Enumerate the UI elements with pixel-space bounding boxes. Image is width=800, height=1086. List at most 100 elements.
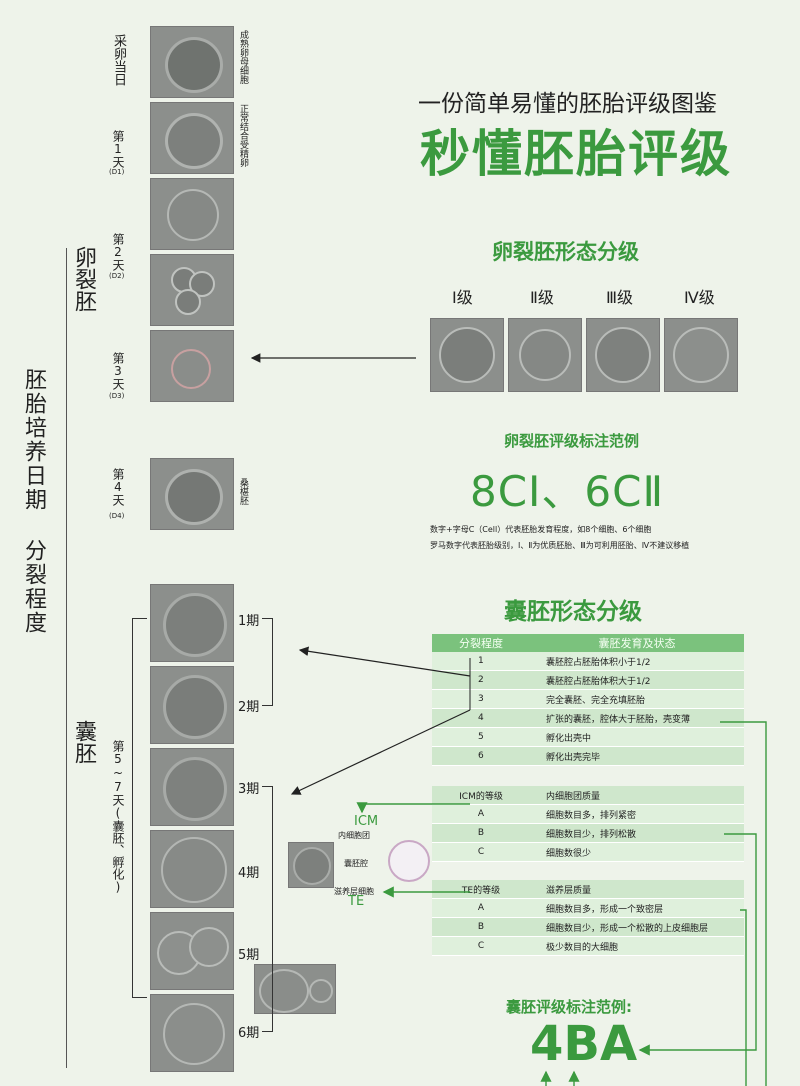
cleavage-note-2: 罗马数字代表胚胎级别，Ⅰ、Ⅱ为优质胚胎、Ⅲ为可利用胚胎、Ⅳ不建议移植: [430, 541, 690, 550]
stage-row-n: 3: [432, 689, 530, 709]
col-header-state: 囊胚发育及状态: [530, 634, 744, 652]
te-grade: A: [432, 898, 530, 918]
embryo-photo-d0: [150, 26, 234, 98]
stage-bracket-12: [262, 618, 273, 706]
blastocyst-label: 囊胚: [71, 720, 96, 764]
embryo-photo-d2a: [150, 178, 234, 250]
te-header: TE的等级: [432, 880, 530, 899]
axis-label: 胚胎培养日期 分裂程度: [21, 368, 46, 635]
stage-row-desc: 孵化出壳中: [530, 727, 744, 747]
cavity-label: 囊胚腔: [344, 859, 368, 868]
cleavage-label: 卵裂胚: [71, 246, 96, 312]
col-header-stage: 分裂程度: [432, 634, 530, 652]
day-label-1: 第1天: [111, 130, 125, 168]
cleavage-example-value: 8CⅠ、6CⅡ: [470, 467, 665, 516]
day-label-2: 第2天: [111, 233, 125, 271]
stage-row-desc: 扩张的囊胚，腔体大于胚胎，壳变薄: [530, 708, 744, 728]
icm-desc: 细胞数目少，排列松散: [530, 823, 744, 843]
stage-row-desc: 孵化出壳完毕: [530, 746, 744, 766]
embryo-photo-d2b: [150, 254, 234, 326]
stage-row-desc: 完全囊胚、完全充填胚胎: [530, 689, 744, 709]
grade-photo-2: [508, 318, 582, 392]
blast-photo-5: [150, 912, 234, 990]
stage-row-desc: 囊胚腔占胚胎体积小于1/2: [530, 652, 744, 671]
grade-photo-3: [586, 318, 660, 392]
blast-example-title: 囊胚评级标注范例:: [506, 998, 632, 1016]
stage-4: 4期: [238, 866, 260, 881]
te-label: 滋养层细胞: [334, 887, 374, 896]
grade-3: Ⅲ级: [606, 288, 634, 307]
te-desc: 细胞数目少，形成一个松散的上皮细胞层: [530, 917, 744, 937]
icm-grade: B: [432, 823, 530, 843]
icm-header: ICM的等级: [432, 786, 530, 805]
green-line-a: [740, 909, 747, 1086]
embryo-photo-d4: [150, 458, 234, 530]
blast-photo-3: [150, 748, 234, 826]
grade-photo-1: [430, 318, 504, 392]
icm-header-desc: 内细胞团质量: [530, 786, 744, 805]
stage-row-n: 6: [432, 746, 530, 766]
stage-1: 1期: [238, 614, 260, 629]
arrow-icm: [356, 802, 470, 814]
day-sub-3: (D3): [109, 392, 125, 400]
day-sub-2: (D2): [109, 272, 125, 280]
blastocyst-heading: 囊胚形态分级: [504, 599, 642, 625]
icm-grade: C: [432, 842, 530, 862]
icm-abbr: ICM: [354, 814, 379, 829]
stage-row-n: 4: [432, 708, 530, 728]
stage-3: 3期: [238, 782, 260, 797]
subtitle: 一份简单易懂的胚胎评级图鉴: [418, 91, 717, 117]
te-header-desc: 滋养层质量: [530, 880, 744, 899]
icm-grade: A: [432, 804, 530, 824]
grade-photo-4: [664, 318, 738, 392]
grade-2: Ⅱ级: [530, 288, 554, 307]
grade-4: Ⅳ级: [684, 288, 715, 307]
grade-1: Ⅰ级: [452, 288, 473, 307]
blast-photo-6: [150, 994, 234, 1072]
axis-line: [66, 248, 67, 1068]
embryo-photo-d3: [150, 330, 234, 402]
note-d4: 桑椹胚: [238, 478, 248, 505]
stage-row-n: 2: [432, 670, 530, 690]
blast-photo-2: [150, 666, 234, 744]
te-grade: B: [432, 917, 530, 937]
note-d0: 成熟卵母细胞: [238, 30, 248, 84]
te-abbr: TE: [348, 894, 365, 909]
stage-row-n: 1: [432, 652, 530, 671]
blast-days-label: 第5~7天(囊胚、孵化): [111, 740, 125, 894]
cleavage-heading: 卵裂胚形态分级: [492, 240, 639, 264]
stage-6: 6期: [238, 1026, 260, 1041]
blast-photo-4: [150, 830, 234, 908]
stage-5: 5期: [238, 948, 260, 963]
stage-2: 2期: [238, 700, 260, 715]
cleavage-example-title: 卵裂胚评级标注范例: [504, 432, 640, 450]
blast-diagram-circle: [388, 840, 430, 882]
stage-row-n: 5: [432, 727, 530, 747]
embryo-photo-d1: [150, 102, 234, 174]
te-desc: 极少数目的大细胞: [530, 936, 744, 956]
blast-example-value: 4BA: [530, 1016, 638, 1072]
day-label-3: 第3天: [111, 352, 125, 390]
blast-photo-1: [150, 584, 234, 662]
te-grade: C: [432, 936, 530, 956]
icm-desc: 细胞数很少: [530, 842, 744, 862]
hatched-photo: [254, 964, 336, 1014]
cleavage-note-1: 数字+字母C（Cell）代表胚胎发育程度，如8个细胞、6个细胞: [430, 525, 652, 534]
page-title: 秒懂胚胎评级: [420, 125, 732, 183]
green-line-b: [638, 833, 757, 1056]
stage-bracket-36: [262, 786, 273, 1032]
icm-desc: 细胞数目多，排列紧密: [530, 804, 744, 824]
stage-row-desc: 囊胚腔占胚胎体积大于1/2: [530, 670, 744, 690]
day-sub-1: (D1): [109, 168, 125, 176]
icm-label: 内细胞团: [338, 831, 370, 840]
te-desc: 细胞数目多，形成一个致密层: [530, 898, 744, 918]
note-d1: 正常结合受精卵: [238, 104, 248, 167]
day-label-0: 采卵当日: [111, 34, 126, 86]
day-label-4: 第4天: [111, 468, 125, 506]
arrow-to-stage-36: [290, 709, 471, 795]
green-line-4: [720, 721, 767, 1086]
